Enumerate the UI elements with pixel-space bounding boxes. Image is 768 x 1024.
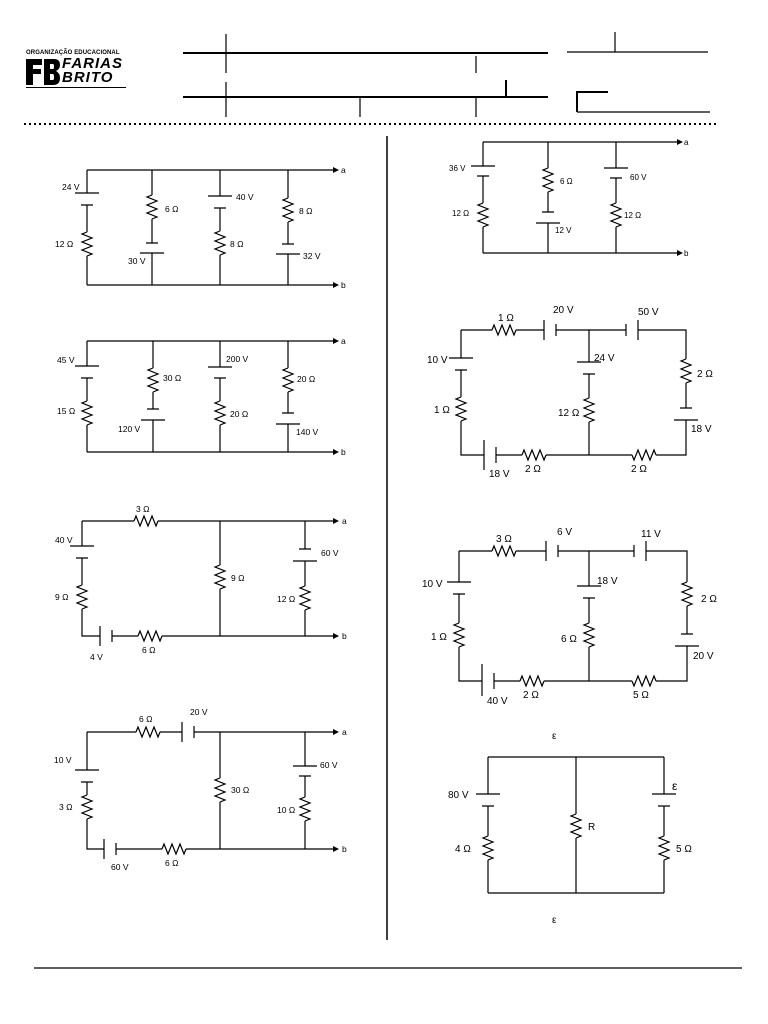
circuit-2: 45 V 15 Ω 30 Ω 120 V 200 V 20 Ω 20 Ω 140… <box>57 336 346 457</box>
circuit-3: 3 Ω 40 V 9 Ω 4 V 6 Ω 9 Ω 60 V 12 Ω a b <box>55 504 347 662</box>
c4-label-6: 6 Ω <box>165 858 178 868</box>
c4-label-4: 3 Ω <box>59 802 72 812</box>
c1-label-2: 12 Ω <box>55 239 73 249</box>
c5-label-1: 36 V <box>449 164 466 173</box>
header-form <box>24 32 742 969</box>
c2-label-2: 15 Ω <box>57 406 75 416</box>
c5-label-6: 12 Ω <box>624 211 641 220</box>
c5-label-2: 12 Ω <box>452 209 469 218</box>
c7-label-2: 6 V <box>557 527 572 538</box>
c1-label-3: 6 Ω <box>165 204 178 214</box>
c5-terminal-b: b <box>684 249 689 258</box>
c4-label-5: 60 V <box>111 862 129 872</box>
c7-label-12: 5 Ω <box>633 690 649 701</box>
c7-label-11: 2 Ω <box>523 690 539 701</box>
c7-label-9: 20 V <box>693 651 714 662</box>
c3-label-7: 60 V <box>321 548 339 558</box>
c6-label-4: 10 V <box>427 355 448 366</box>
c2-label-7: 20 Ω <box>297 374 315 384</box>
c8-label-3: R <box>588 822 595 833</box>
c7-label-6: 18 V <box>597 576 618 587</box>
c3-label-2: 40 V <box>55 535 73 545</box>
c2-terminal-a: a <box>341 336 346 346</box>
circuit-8: 80 V 4 Ω R ε 5 Ω ε <box>448 756 692 926</box>
c1-label-7: 8 Ω <box>299 206 312 216</box>
c7-label-3: 11 V <box>641 529 661 540</box>
c1-label-5: 40 V <box>236 192 254 202</box>
c7-label-5: 1 Ω <box>431 632 447 643</box>
c3-label-4: 4 V <box>90 652 103 662</box>
c6-label-8: 2 Ω <box>697 369 713 380</box>
c5-terminal-a: a <box>684 138 689 147</box>
c4-label-1: 6 Ω <box>139 714 152 724</box>
c4-label-2: 20 V <box>190 707 208 717</box>
c6-label-9: 18 V <box>691 424 712 435</box>
c4-label-9: 10 Ω <box>277 805 295 815</box>
c8-label-2: 4 Ω <box>455 844 471 855</box>
circuit-1: 24 V 12 Ω 6 Ω 30 V 40 V 8 Ω 8 Ω 32 V a b <box>55 165 346 290</box>
circuit-6: 1 Ω 20 V 50 V 10 V 1 Ω 24 V 12 Ω 2 Ω 18 … <box>427 305 713 480</box>
c2-label-6: 20 Ω <box>230 409 248 419</box>
c2-label-4: 120 V <box>118 424 141 434</box>
c1-label-6: 8 Ω <box>230 239 243 249</box>
c3-terminal-a: a <box>342 516 347 526</box>
logo-name-line1: FARIAS <box>62 55 124 72</box>
circuit-7: 3 Ω 6 V 11 V 10 V 1 Ω 18 V 6 Ω 2 Ω 20 V … <box>422 527 717 742</box>
c3-label-3: 9 Ω <box>55 592 68 602</box>
c5-label-4: 12 V <box>555 226 572 235</box>
c7-label-4: 10 V <box>422 579 443 590</box>
c4-label-7: 30 Ω <box>231 785 249 795</box>
c6-label-2: 20 V <box>553 305 574 316</box>
c3-terminal-b: b <box>342 631 347 641</box>
c1-label-4: 30 V <box>128 256 146 266</box>
c2-label-8: 140 V <box>296 427 319 437</box>
c8-label-4: ε <box>672 779 678 793</box>
c1-terminal-a: a <box>341 165 346 175</box>
c6-label-1: 1 Ω <box>498 313 514 324</box>
c1-terminal-b: b <box>341 280 346 290</box>
logo-name-line2: BRITO <box>62 69 114 86</box>
c6-label-3: 50 V <box>638 307 659 318</box>
c4-label-3: 10 V <box>54 755 72 765</box>
c6-label-12: 2 Ω <box>631 464 647 475</box>
c2-label-3: 30 Ω <box>163 373 181 383</box>
c3-label-6: 9 Ω <box>231 573 244 583</box>
c4-terminal-a: a <box>342 727 347 737</box>
c7-caption: ε <box>552 731 557 742</box>
c5-label-5: 60 V <box>630 173 647 182</box>
c6-label-10: 18 V <box>489 469 510 480</box>
logo-fb-mark <box>26 59 60 85</box>
c7-label-7: 6 Ω <box>561 634 577 645</box>
c2-terminal-b: b <box>341 447 346 457</box>
c3-label-1: 3 Ω <box>136 504 149 514</box>
c8-label-1: 80 V <box>448 790 469 801</box>
c3-label-5: 6 Ω <box>142 645 155 655</box>
c8-caption: ε <box>552 915 557 926</box>
logo-top-text: ORGANIZAÇÃO EDUCACIONAL <box>26 50 120 56</box>
c8-label-5: 5 Ω <box>676 844 692 855</box>
logo: ORGANIZAÇÃO EDUCACIONAL FARIAS BRITO <box>24 50 126 90</box>
c5-label-3: 6 Ω <box>560 177 573 186</box>
c4-terminal-b: b <box>342 844 347 854</box>
logo-underline <box>26 87 126 88</box>
c2-label-1: 45 V <box>57 355 75 365</box>
c1-label-8: 32 V <box>303 251 321 261</box>
c4-label-8: 60 V <box>320 760 338 770</box>
c1-label-1: 24 V <box>62 182 80 192</box>
c6-label-6: 24 V <box>594 353 615 364</box>
c7-label-10: 40 V <box>487 696 508 707</box>
c6-label-7: 12 Ω <box>558 408 580 419</box>
circuit-5: 36 V 12 Ω 6 Ω 12 V 60 V 12 Ω a b <box>449 138 689 258</box>
c7-label-1: 3 Ω <box>496 534 512 545</box>
c3-label-8: 12 Ω <box>277 594 295 604</box>
c7-label-8: 2 Ω <box>701 594 717 605</box>
c6-label-5: 1 Ω <box>434 405 450 416</box>
c6-label-11: 2 Ω <box>525 464 541 475</box>
c2-label-5: 200 V <box>226 354 249 364</box>
circuit-4: 6 Ω 20 V 10 V 3 Ω 60 V 6 Ω 30 Ω 60 V 10 … <box>54 707 347 872</box>
